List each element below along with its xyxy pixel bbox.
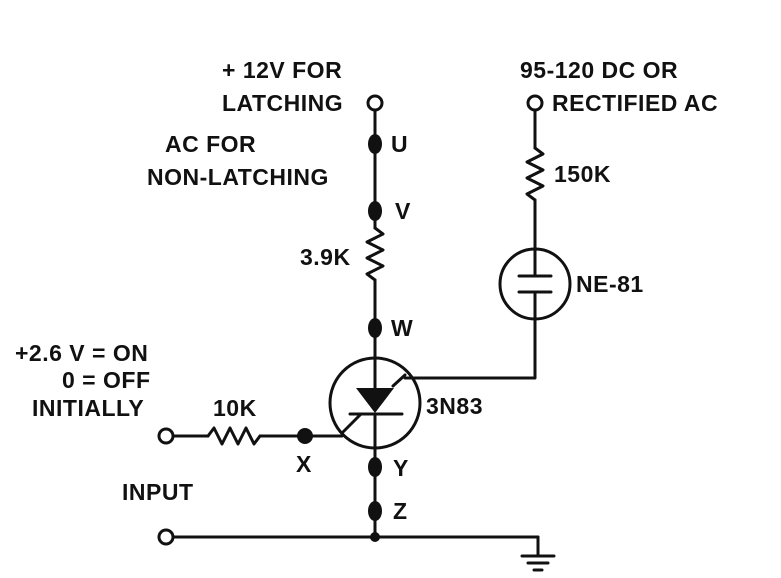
input-label-input: INPUT [122, 479, 194, 505]
label-tp-z: Z [393, 498, 408, 524]
supply-label-line2: LATCHING [222, 90, 343, 116]
scr-anode-gate-lead [391, 373, 407, 388]
label-tp-u: U [391, 131, 408, 157]
hv-label-line1: 95-120 DC OR [520, 57, 678, 83]
label-tp-x: X [296, 451, 312, 477]
resistor-150k [525, 146, 545, 202]
input-label-line2: 0 = OFF [62, 367, 151, 393]
test-point-w [368, 318, 382, 338]
scr-gate-lead [340, 413, 362, 435]
supply-terminal [366, 94, 384, 112]
supply-label-line3: AC FOR [165, 131, 256, 157]
label-r-gate: 10K [213, 395, 257, 421]
test-point-v [368, 201, 382, 221]
test-point-z [368, 501, 382, 521]
label-r-anode: 3.9K [300, 244, 351, 270]
junction-ground [370, 532, 380, 542]
resistor-10k [206, 426, 262, 446]
input-label-line3: INITIALLY [32, 395, 144, 421]
input-ground-terminal [157, 528, 175, 546]
test-point-y [368, 457, 382, 477]
hv-label-line2: RECTIFIED AC [552, 90, 718, 116]
input-label-line1: +2.6 V = ON [15, 340, 148, 366]
label-r-lamp: 150K [554, 161, 611, 187]
hv-terminal [526, 94, 544, 112]
resistor-3-9k [365, 226, 385, 282]
input-terminal [157, 427, 175, 445]
wire-lamp-to-anode-gate [403, 317, 537, 380]
test-point-u [368, 134, 382, 154]
label-scr: 3N83 [426, 393, 483, 419]
supply-label-line1: + 12V FOR [222, 57, 342, 83]
supply-label-line4: NON-LATCHING [147, 164, 329, 190]
label-tp-w: W [391, 315, 413, 341]
label-tp-y: Y [393, 455, 409, 481]
scr-diode-triangle [356, 388, 394, 413]
label-lamp: NE-81 [576, 271, 644, 297]
label-tp-v: V [395, 198, 411, 224]
test-point-x [297, 428, 313, 444]
